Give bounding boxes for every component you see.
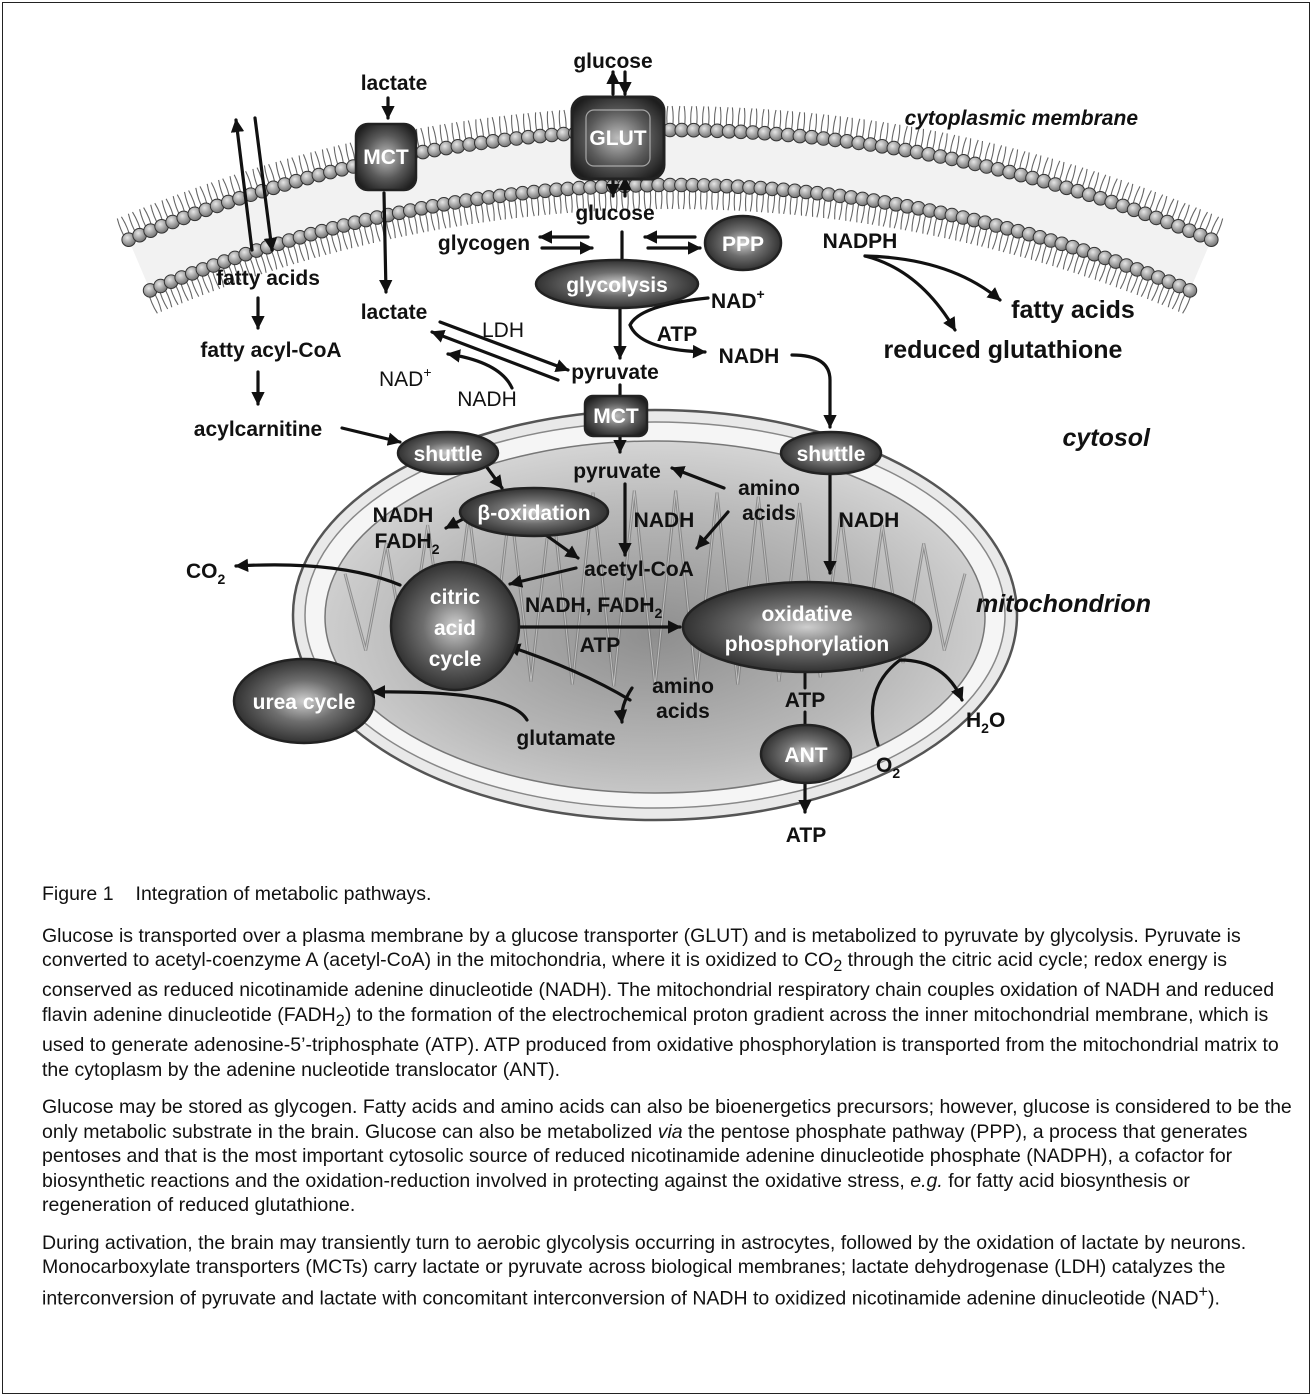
- membrane-label: cytoplasmic membrane: [905, 107, 1139, 130]
- nadh-left-label: NADH: [457, 388, 517, 411]
- citric-label: citric: [430, 586, 481, 609]
- ppp-label: PPP: [722, 233, 764, 256]
- atp-tca-label: ATP: [580, 634, 620, 657]
- lipid-head: [1182, 283, 1198, 298]
- figure-number: Figure 1: [42, 883, 114, 905]
- glycogen-label: glycogen: [438, 232, 530, 255]
- acids-bottom-label: acids: [656, 700, 710, 723]
- oxidative-label: oxidative: [761, 603, 852, 626]
- acylcarnitine-label: acylcarnitine: [194, 418, 322, 441]
- amino-top-label: amino: [738, 477, 800, 500]
- shuttle-left-label: shuttle: [414, 443, 483, 466]
- figure-title: Integration of metabolic pathways.: [135, 883, 432, 905]
- caption-paragraph-1: Glucose is transported over a plasma mem…: [42, 924, 1279, 1081]
- ant-transporter: ANT: [759, 723, 853, 785]
- shuttle-right-node: shuttle: [779, 430, 883, 476]
- glucose-inside-label: glucose: [575, 202, 654, 225]
- atp-glycolysis-label: ATP: [657, 323, 697, 346]
- glucose-outside-label: glucose: [573, 50, 652, 73]
- o2-label: O2: [876, 754, 900, 781]
- ant-label: ANT: [784, 744, 827, 767]
- nad-plus-left-label: NAD+: [379, 364, 432, 391]
- phosphorylation-label: phosphorylation: [725, 633, 890, 656]
- shuttle-right-label: shuttle: [797, 443, 866, 466]
- glutamate-label: glutamate: [516, 727, 615, 750]
- cytosol-label: cytosol: [1062, 424, 1151, 452]
- mct-transporter-mito: MCT: [583, 394, 649, 438]
- beta-oxidation-node: β-oxidation: [458, 486, 610, 538]
- fatty-acyl-coa-label: fatty acyl-CoA: [200, 339, 341, 362]
- atp-mitochondrion-label: ATP: [785, 689, 825, 712]
- shuttle-left-node: shuttle: [396, 430, 500, 476]
- citric-acid-cycle-node: citric acid cycle: [389, 560, 521, 692]
- urea-cycle-node: urea cycle: [232, 657, 376, 745]
- ldh-label: LDH: [482, 319, 524, 342]
- pyruvate-cytosol-label: pyruvate: [571, 361, 659, 384]
- lactate-outside-label: lactate: [361, 72, 428, 95]
- glycolysis-label: glycolysis: [566, 274, 668, 297]
- mct-mito-label: MCT: [593, 405, 639, 428]
- reduced-glutathione-label: reduced glutathione: [884, 336, 1123, 364]
- nadh-middle-label: NADH: [634, 509, 695, 532]
- oxidative-phosphorylation-node: oxidative phosphorylation: [681, 580, 933, 674]
- fatty-acids-left-label: fatty acids: [216, 267, 320, 290]
- acid-label: acid: [434, 617, 476, 640]
- nadh-right-label: NADH: [839, 509, 900, 532]
- beta-oxidation-label: β-oxidation: [477, 502, 590, 525]
- glycolysis-node: glycolysis: [534, 258, 700, 310]
- lipid-head: [1204, 232, 1219, 247]
- nad-plus-glycolysis-label: NAD+: [711, 286, 765, 313]
- h2o-label: H2O: [966, 709, 1005, 736]
- glut-transporter: GLUT: [570, 95, 666, 181]
- acids-top-label: acids: [742, 502, 796, 525]
- caption-paragraph-3: During activation, the brain may transie…: [42, 1231, 1247, 1310]
- fatty-acids-right-label: fatty acids: [1011, 296, 1135, 324]
- ppp-node: PPP: [703, 214, 783, 272]
- cycle-label: cycle: [429, 648, 482, 671]
- mct-top-label: MCT: [363, 146, 409, 169]
- caption-paragraph-2: Glucose may be stored as glycogen. Fatty…: [42, 1096, 1292, 1217]
- figure-caption: Figure 1 Integration of metabolic pathway…: [42, 882, 1292, 1324]
- co2-label: CO2: [186, 560, 226, 587]
- nadh-fadh2-tca-label: NADH, FADH2: [525, 594, 663, 621]
- lactate-inside-label: lactate: [361, 301, 428, 324]
- nadph-label: NADPH: [823, 230, 898, 253]
- atp-output-label: ATP: [786, 824, 826, 847]
- metabolic-pathway-diagram: MCT GLUT MCT PPP glycolysis shuttle shut…: [116, 50, 1224, 847]
- urea-cycle-label: urea cycle: [253, 691, 356, 714]
- amino-bottom-label: amino: [652, 675, 714, 698]
- fadh2-beta-label: FADH2: [375, 530, 440, 557]
- mct-transporter-top: MCT: [354, 122, 418, 192]
- figure-title-line: Figure 1 Integration of metabolic pathway…: [42, 882, 1292, 907]
- pathway-arrows: [230, 70, 1002, 814]
- nadh-glycolysis-label: NADH: [719, 345, 780, 368]
- mitochondrion-label: mitochondrion: [976, 590, 1151, 618]
- glut-label: GLUT: [589, 127, 646, 150]
- pyruvate-mitochondrion-label: pyruvate: [573, 460, 661, 483]
- nadh-beta-label: NADH: [373, 504, 434, 527]
- acetyl-coa-label: acetyl-CoA: [584, 558, 694, 581]
